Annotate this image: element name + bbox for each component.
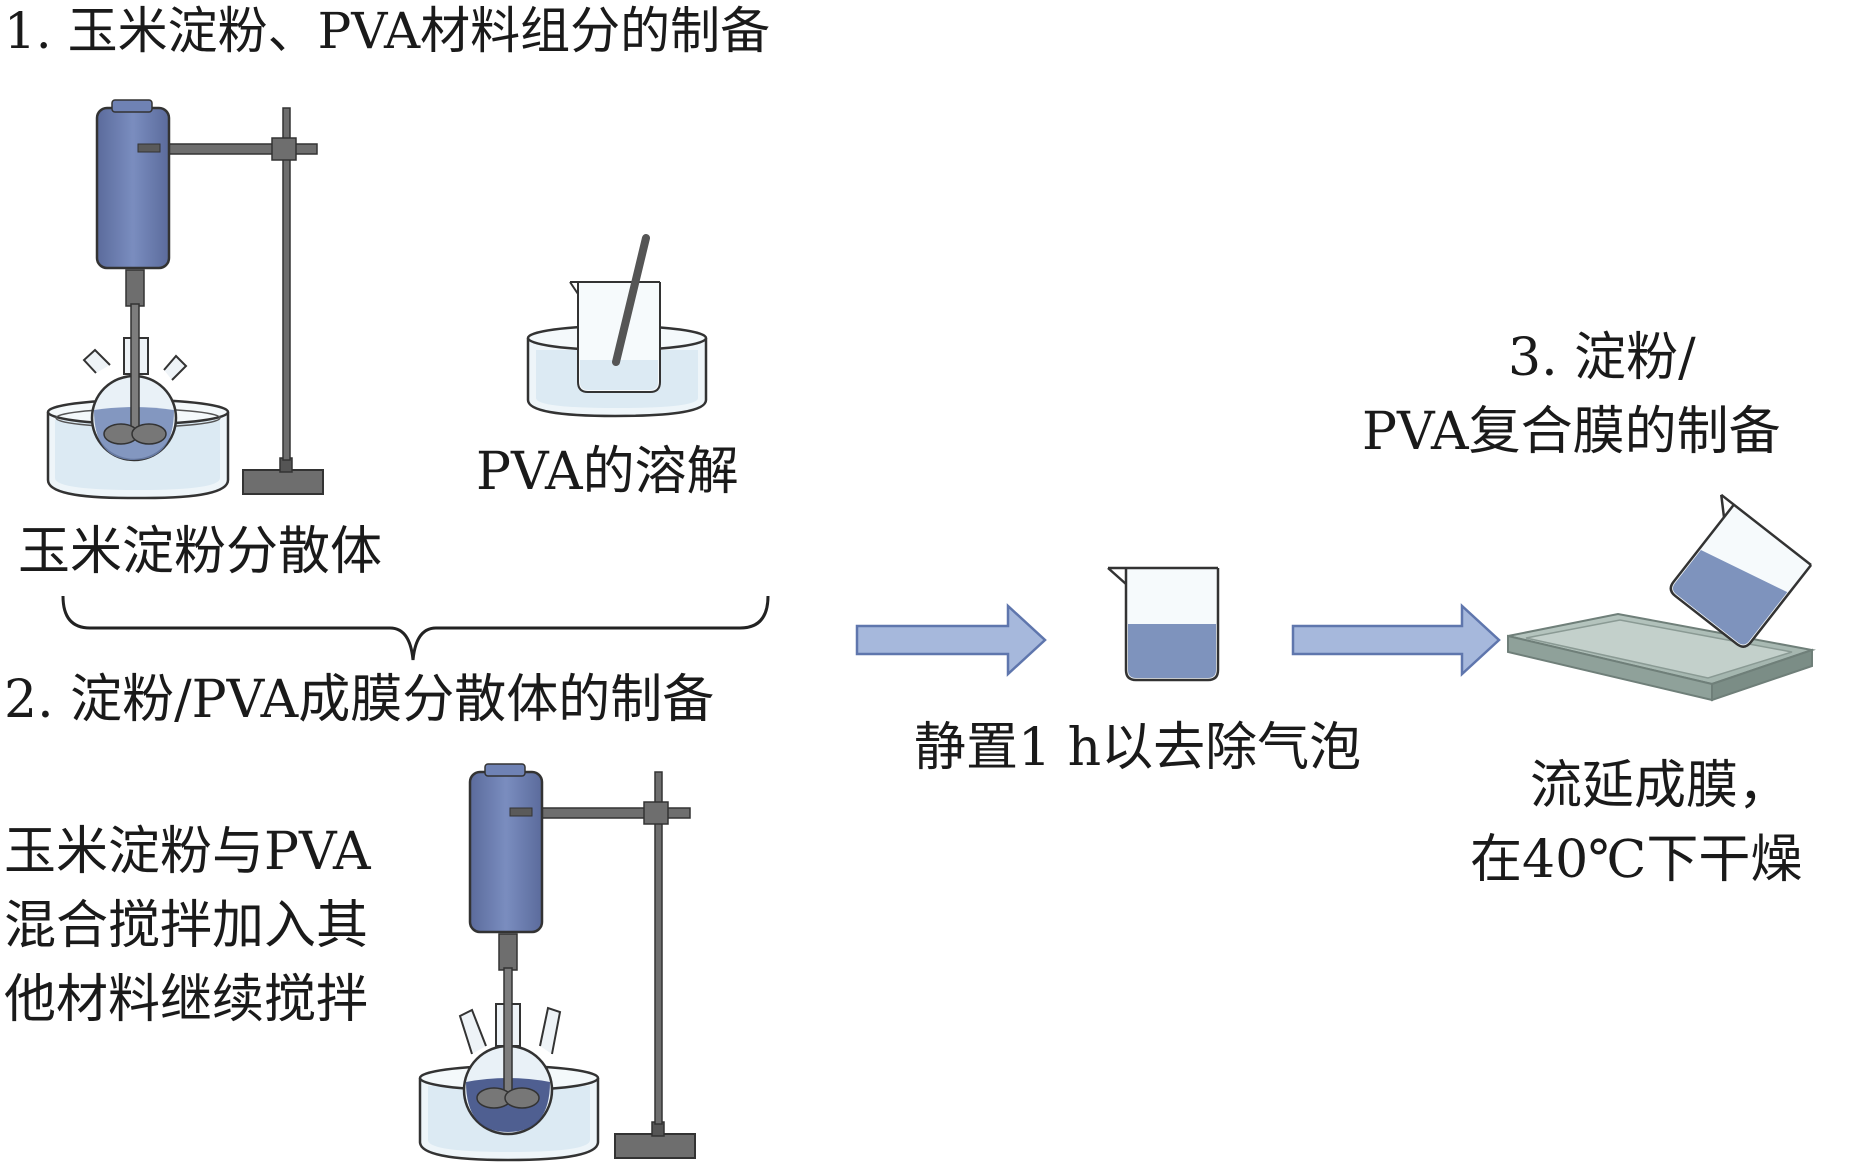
pva-dissolution-label: PVA的溶解 [476,442,739,502]
corn-starch-dispersion-label: 玉米淀粉分散体 [18,522,383,582]
stirrer-chuck-2 [498,933,518,971]
stirrer-motor-2 [468,770,544,934]
impeller-right-2 [504,1087,540,1109]
stand-rod-2 [654,771,663,1125]
mixing-label-line2: 混合搅拌加入其 [4,896,369,956]
stirrer-switch-2 [509,807,533,817]
mixing-label-line1: 玉米淀粉与PVA [4,822,371,882]
pouring-beaker-spout [1719,493,1812,566]
beaker-liquid [1128,624,1216,678]
step2-title: 2. 淀粉/PVA成膜分散体的制备 [4,670,715,730]
flask-neck-left-2 [458,1008,487,1055]
tray-side [1711,648,1813,702]
flow-arrow-1 [855,603,1047,677]
casting-label-line1: 流延成膜， [1530,756,1791,816]
mixing-label-line3: 他材料继续搅拌 [4,970,369,1030]
glass-rod [612,234,650,366]
stirrer-cap [111,99,153,113]
stirrer-cap-2 [484,763,526,777]
step3-title-line2: PVA复合膜的制备 [1362,402,1781,462]
degas-label: 静置1 h以去除气泡 [914,718,1362,778]
stirrer-motor [95,106,171,270]
pouring-beaker [1669,493,1813,648]
degassing-beaker [1107,566,1220,682]
flask-neck-right-2 [539,1006,562,1055]
flow-arrow-2 [1291,603,1501,677]
beaker-spout [1107,566,1218,585]
step1-title: 1. 玉米淀粉、PVA材料组分的制备 [4,2,771,60]
clamp-knob [271,137,297,161]
stirrer-shaft [130,303,140,433]
stirrer-shaft-2 [503,967,513,1097]
casting-tray [1507,612,1816,702]
impeller-right [131,423,167,445]
casting-label-line2: 在40℃下干燥 [1470,830,1803,890]
tray-inner [1525,619,1793,679]
pva-dissolution-apparatus [526,234,708,418]
flask-neck-left [82,348,111,374]
stand-base-2 [614,1133,696,1159]
stirrer-apparatus-2 [418,763,696,1162]
grouping-brace [61,595,770,661]
pouring-beaker-liquid [1672,550,1788,645]
clamp-knob-2 [643,801,669,825]
stirrer-switch [137,143,161,153]
inner-beaker-spout [569,281,660,295]
flask-neck-right [163,354,188,381]
inner-beaker-liquid [580,360,658,390]
stand-rod [282,107,291,461]
stirrer-apparatus-1 [46,99,324,500]
stirrer-chuck [125,269,145,307]
stand-base [242,469,324,495]
step3-title-line1: 3. 淀粉/ [1508,328,1696,388]
